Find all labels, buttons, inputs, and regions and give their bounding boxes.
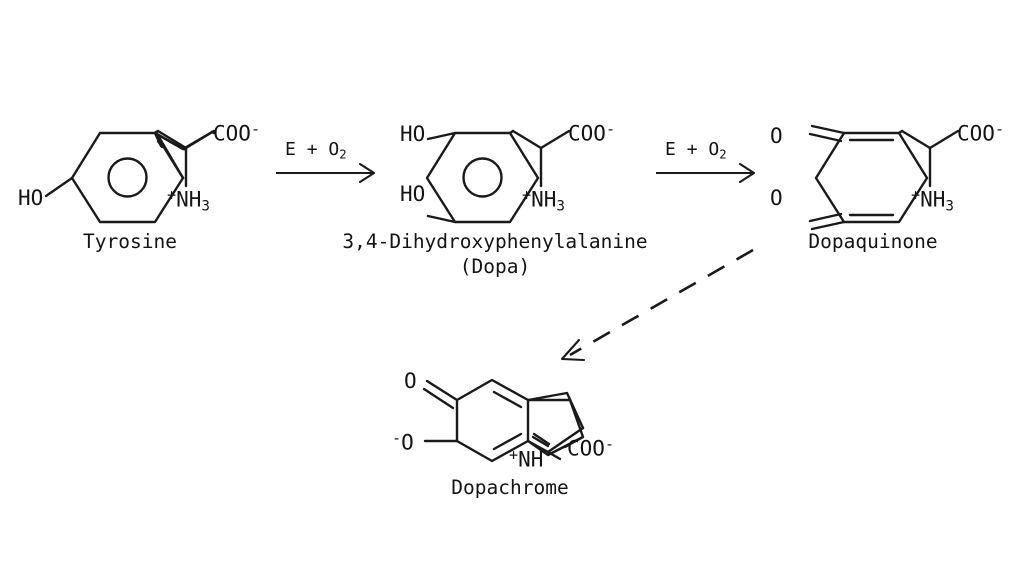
dopa-coo-charge: -	[605, 120, 616, 138]
arrow-dopa-to-dopaquinone	[656, 162, 756, 184]
dashed-arrow-head	[560, 338, 586, 362]
reaction1-enzyme: E	[285, 139, 296, 160]
reaction1-plus: +	[306, 139, 318, 160]
dopachrome-six-ring-double-top	[492, 390, 523, 409]
tyrosine-name-label: Tyrosine	[0, 230, 260, 255]
dopaquinone-ketone-top-a	[810, 124, 846, 135]
dopa-carboxylate-label: COO-	[568, 120, 616, 146]
dopa-ch-to-coo	[539, 129, 571, 150]
arrow2-head	[738, 162, 756, 184]
dopachrome-ketone-b	[422, 387, 455, 410]
dopaquinone-name-text: Dopaquinone	[808, 230, 938, 253]
dopaquinone-ketone-bottom-label: O	[770, 188, 783, 209]
dopa-hydroxyl-bottom-bond	[426, 214, 457, 224]
dopachrome-oxide-charge: -	[392, 429, 402, 447]
tyrosine-bond-ring-to-cb-seg	[153, 131, 163, 148]
dopachrome-nh-text: NH	[518, 447, 544, 472]
reaction2-oxygen-sub: 2	[719, 147, 727, 162]
dopa-hydroxyl-top-label: HO	[400, 124, 425, 145]
dopa-ammonium-label: +NH3	[522, 186, 565, 215]
dopa-ch2-to-ch	[511, 129, 543, 150]
dopa-nh-sub: 3	[556, 198, 565, 215]
arrow-tyrosine-to-dopa	[276, 162, 376, 184]
dopaquinone-o-bottom-text: O	[770, 186, 783, 210]
dopa-hydroxyl-bottom-label: HO	[400, 184, 425, 205]
tyrosine-structure-clean	[153, 129, 216, 188]
dopaquinone-o-top-text: O	[770, 124, 783, 148]
tyr-ch-to-coo	[184, 129, 216, 150]
dopaquinone-ch-to-coo	[928, 129, 960, 150]
dopachrome-ketone-label: O	[404, 371, 417, 392]
dopachrome-imine-label: +NH	[509, 446, 544, 472]
reaction2-label: E + O2	[665, 141, 727, 161]
dopachrome-oxide-text: O	[401, 430, 414, 455]
dopaquinone-ketone-top-b	[808, 132, 843, 143]
tyrosine-name-text: Tyrosine	[83, 230, 177, 253]
dopa-nh-text: NH	[531, 187, 557, 212]
tyrosine-nh-charge: +	[167, 186, 177, 204]
reaction2-plus: +	[686, 139, 698, 160]
tyrosine-nh-sub: 3	[201, 198, 210, 215]
dopaquinone-nh-charge: +	[911, 186, 921, 204]
dopa-name-text: 3,4-Dihydroxyphenylalanine	[342, 230, 648, 253]
dopachrome-coo-text: COO	[567, 436, 605, 461]
dopaquinone-ketone-bottom-b	[808, 212, 843, 223]
tyrosine-hydroxyl-label: HO	[18, 188, 43, 209]
dopaquinone-carboxylate-label: COO-	[957, 120, 1005, 146]
reaction2-enzyme: E	[665, 139, 676, 160]
dopachrome-o-top-text: O	[404, 369, 417, 393]
tyrosine-nh-text: NH	[176, 187, 202, 212]
dopachrome-ketone-a	[425, 379, 459, 402]
dopa-ho-top-text: HO	[400, 122, 426, 146]
tyrosine-coo-charge: -	[250, 120, 261, 138]
tyrosine-hydroxyl-bond	[44, 176, 74, 198]
arrow-dopaquinone-to-dopachrome	[560, 248, 754, 362]
dopaquinone-ketone-top-label: O	[770, 126, 783, 147]
tyrosine-aromatic-circle	[107, 157, 148, 198]
tyrosine-ammonium-label: +NH3	[167, 186, 210, 215]
dopachrome-cn-double-inner	[531, 435, 550, 448]
dopachrome-imine-double	[532, 432, 551, 446]
dashed-arrow-shaft	[569, 248, 754, 357]
dopaquinone-nh-sub: 3	[945, 198, 954, 215]
dopachrome-c2-to-coo	[563, 435, 585, 449]
tyrosine-ho-text: HO	[18, 186, 44, 210]
tyr-ch2-to-ch	[156, 129, 188, 150]
reaction1-oxygen: O	[328, 139, 340, 160]
dopaquinone-nh-text: NH	[920, 187, 946, 212]
dopa-structure	[425, 129, 571, 224]
dopachrome-oxide-label: -O	[392, 429, 414, 455]
dopaquinone-structure	[808, 124, 960, 231]
arrow1-head	[358, 162, 376, 184]
tyrosine-coo-text: COO	[213, 121, 251, 146]
reaction2-oxygen: O	[708, 139, 720, 160]
dopachrome-six-ring-double-bottom	[492, 432, 523, 451]
dopa-ho-bottom-text: HO	[400, 182, 426, 206]
dopaquinone-ch2-to-ch	[900, 129, 932, 150]
dopa-hydroxyl-top-bond	[426, 131, 457, 141]
dopa-subtitle-text: (Dopa)	[459, 254, 531, 278]
dopa-nh-charge: +	[522, 186, 532, 204]
dopachrome-nh-charge: +	[509, 446, 519, 464]
tyrosine-ring-edge-dup	[154, 130, 185, 180]
dopachrome-carboxylate-label: COO-	[567, 435, 615, 461]
reaction1-oxygen-sub: 2	[339, 147, 347, 162]
reaction1-label: E + O2	[285, 141, 347, 161]
dopachrome-five-ring-detail	[526, 398, 585, 457]
dopaquinone-ammonium-label: +NH3	[911, 186, 954, 215]
dopachrome-name-text: Dopachrome	[451, 476, 569, 499]
dopa-aromatic-circle	[462, 157, 503, 198]
dopachrome-coo-charge: -	[604, 435, 615, 453]
dopa-name-label: 3,4-Dihydroxyphenylalanine (Dopa)	[318, 230, 672, 280]
dopachrome-name-label: Dopachrome	[390, 476, 630, 501]
dopaquinone-name-label: Dopaquinone	[755, 230, 991, 255]
dopaquinone-coo-charge: -	[994, 120, 1005, 138]
dopaquinone-ketone-bottom-a	[810, 220, 846, 231]
tyrosine-carboxylate-label: COO-	[213, 120, 261, 146]
dopaquinone-coo-text: COO	[957, 121, 995, 146]
dopa-coo-text: COO	[568, 121, 606, 146]
